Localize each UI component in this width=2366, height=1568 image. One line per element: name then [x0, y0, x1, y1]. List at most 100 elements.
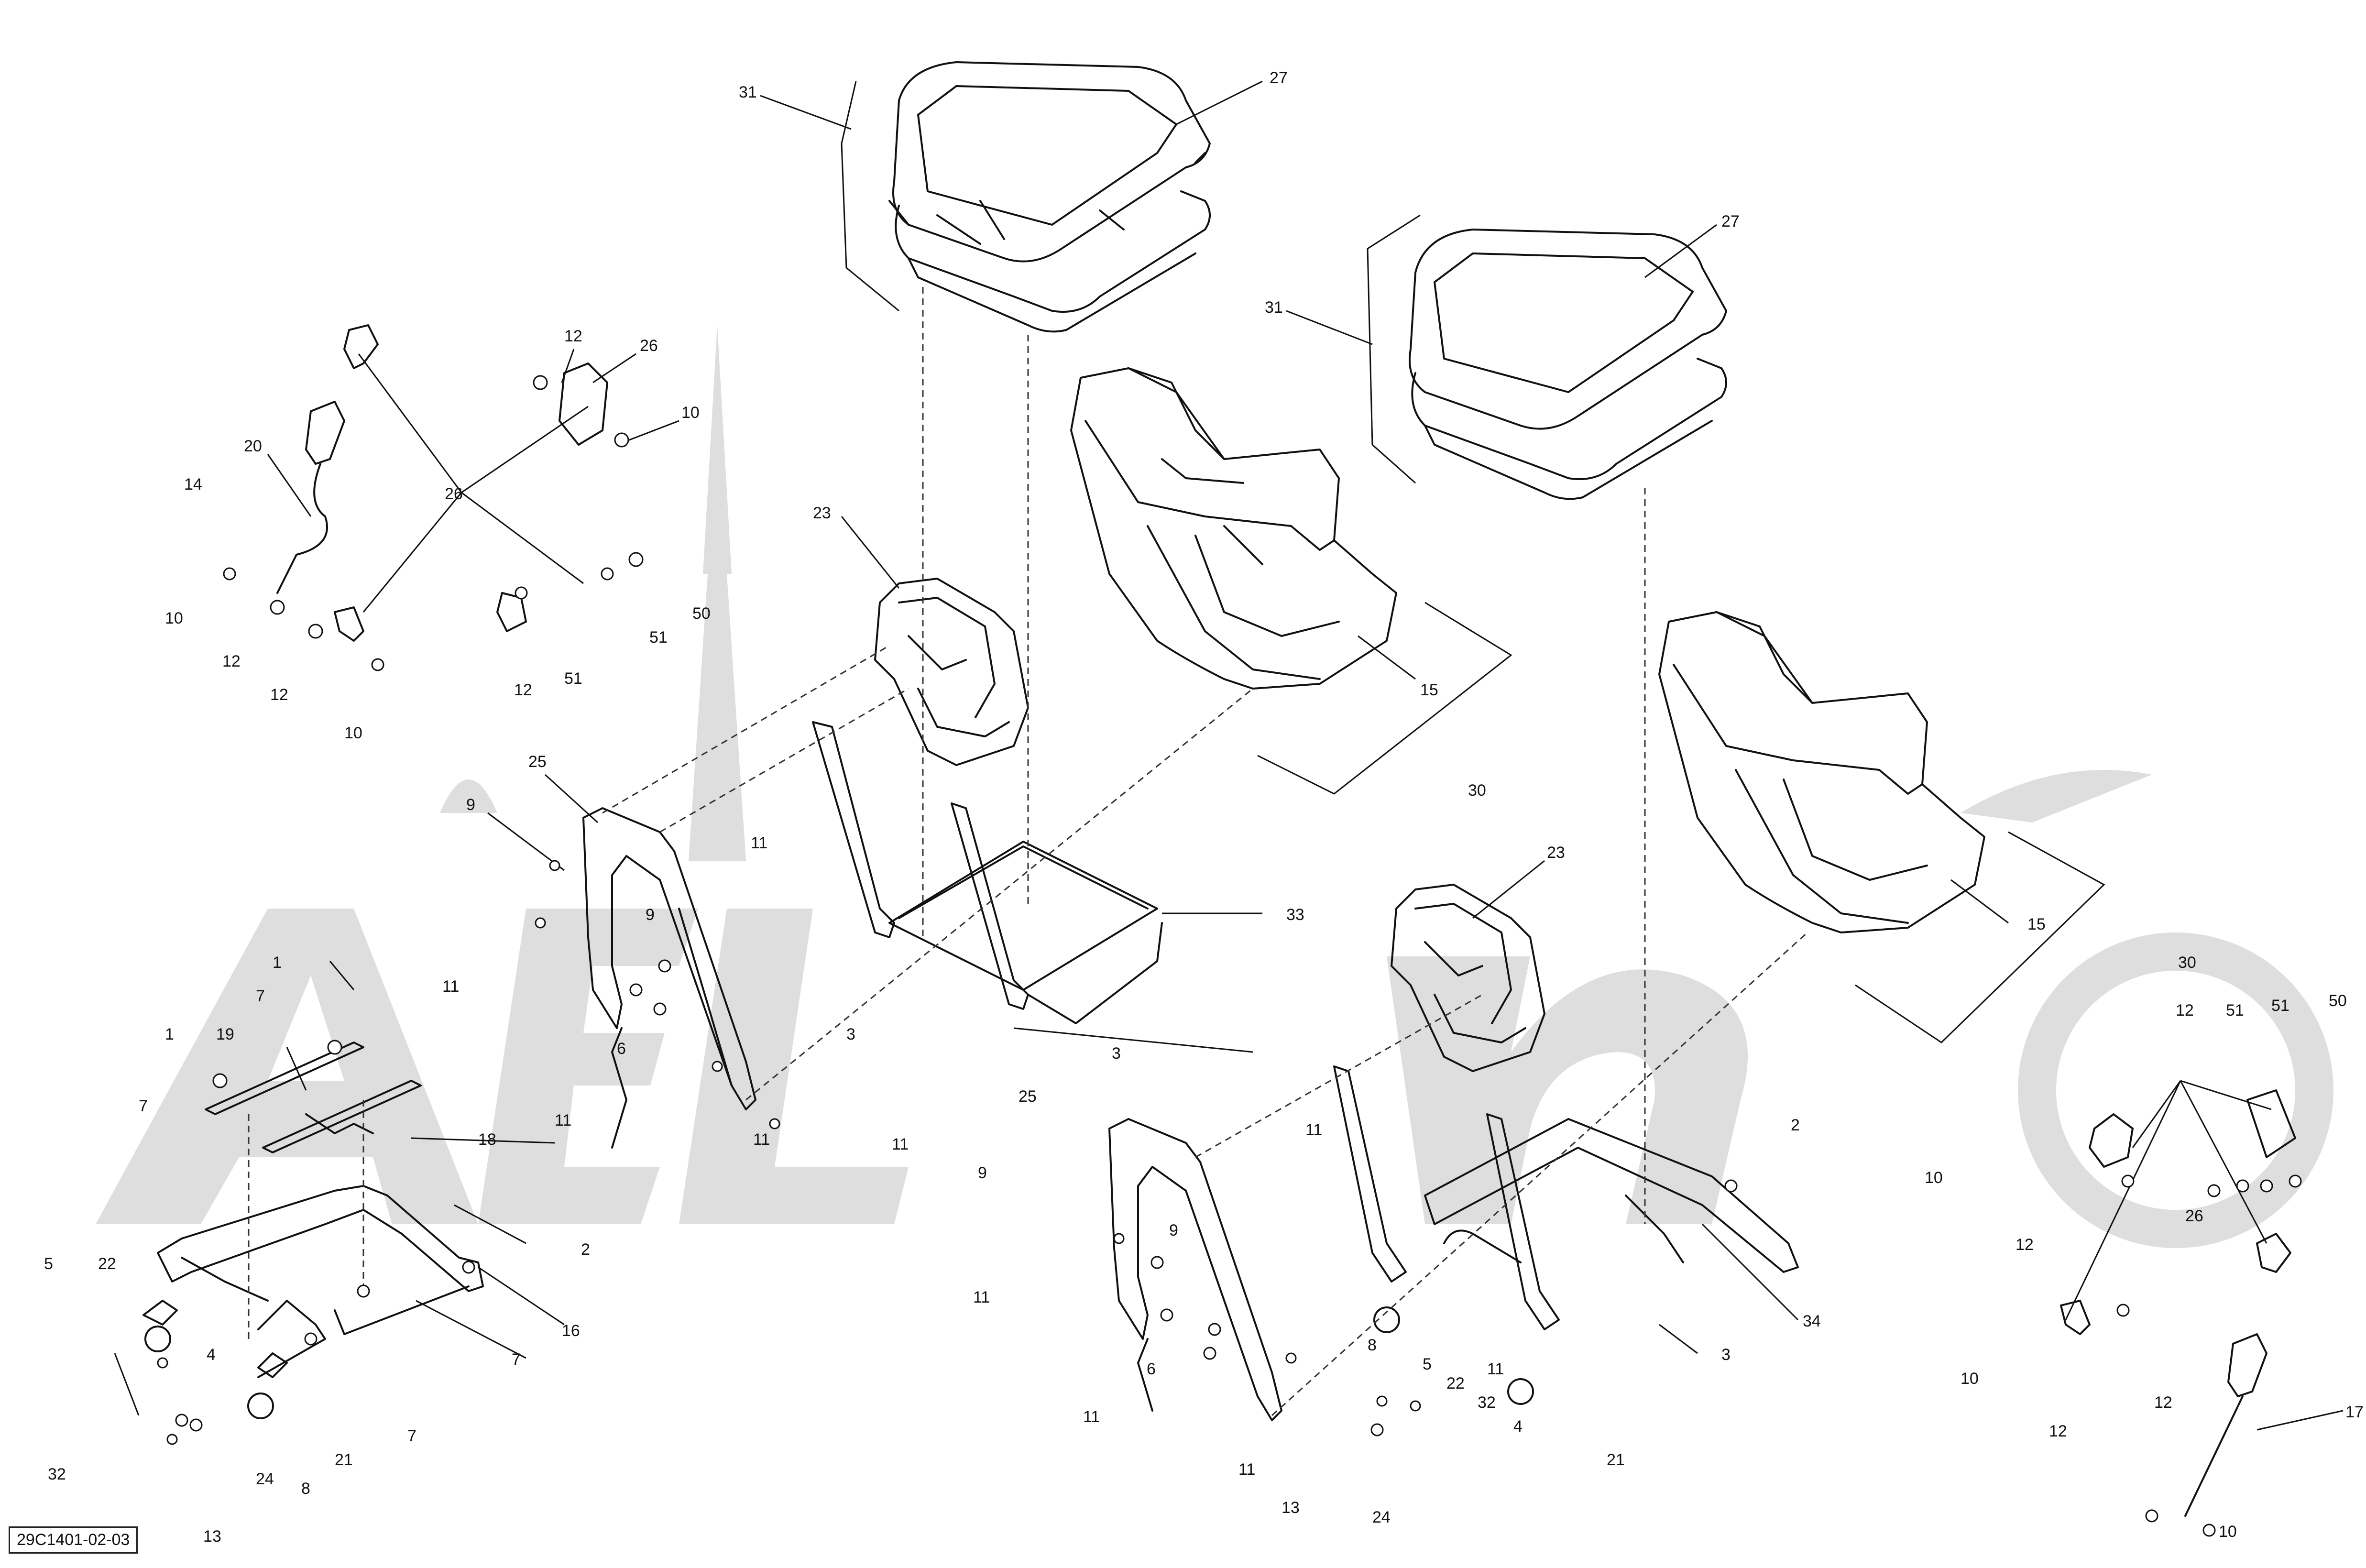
callout-label: 10 [2219, 1523, 2237, 1541]
callout-label: 27 [1270, 69, 1288, 87]
callout-label: 6 [1147, 1360, 1156, 1378]
callout-label: 5 [1423, 1355, 1432, 1373]
callout-label: 12 [2176, 1001, 2194, 1020]
seat-cushion-1 [888, 61, 1211, 333]
callout-label: 10 [681, 404, 700, 422]
callout-label: 32 [48, 1465, 66, 1483]
callout-label: 33 [1286, 906, 1304, 924]
base-frame-34 [1333, 1065, 1799, 1330]
callout-label: 30 [2178, 954, 2196, 972]
fasteners [157, 375, 2302, 1537]
callout-label: 12 [2015, 1236, 2034, 1254]
rubber-21-right-2 [1507, 1378, 1534, 1405]
callout-label: 12 [222, 652, 241, 670]
leader-lines [114, 80, 2344, 1431]
callout-label: 7 [512, 1350, 521, 1369]
callout-label: 2 [1791, 1116, 1800, 1134]
group-brackets [841, 81, 2105, 1043]
diagram-reference-code: 29C1401-02-03 [9, 1526, 138, 1554]
callout-label: 11 [555, 1111, 571, 1129]
callout-label: 10 [1961, 1370, 1979, 1388]
callout-label: 15 [1420, 681, 1438, 699]
callout-label: 23 [1547, 844, 1565, 862]
callout-label: 24 [1372, 1508, 1391, 1526]
callout-label: 10 [1925, 1169, 1943, 1187]
callout-label: 51 [564, 669, 582, 688]
callout-label: 6 [617, 1040, 626, 1058]
callout-label: 31 [739, 83, 757, 101]
callout-label: 12 [564, 327, 582, 345]
callout-label: 8 [1368, 1336, 1377, 1354]
callout-label: 11 [1305, 1121, 1322, 1139]
callout-label: 18 [478, 1130, 496, 1149]
callout-label: 7 [139, 1097, 148, 1115]
callout-label: 50 [2329, 992, 2347, 1010]
rubber-21-left-2 [247, 1393, 274, 1419]
callout-label: 27 [1721, 212, 1740, 230]
seat-cushion-2 [1409, 229, 1727, 500]
rubber-21-left [144, 1326, 171, 1352]
seatbelt-right [2060, 1089, 2296, 1517]
linework [142, 61, 2296, 1517]
bolster-1 [874, 578, 1029, 766]
callout-label: 19 [216, 1025, 234, 1043]
seatbelt-left [276, 324, 608, 642]
callout-label: 23 [813, 504, 831, 522]
callout-label: 50 [692, 604, 711, 623]
callout-label: 11 [892, 1135, 909, 1153]
callout-label: 7 [256, 987, 265, 1005]
callout-label: 22 [1446, 1374, 1465, 1393]
callout-label: 22 [98, 1255, 116, 1273]
seat-back-1 [1070, 367, 1397, 690]
callout-label: 10 [165, 609, 183, 627]
callout-labels: 31 27 31 27 12 26 10 20 14 26 10 12 12 1… [44, 69, 2364, 1546]
watermark-logo [96, 325, 2333, 1248]
callout-label: 24 [256, 1470, 274, 1488]
callout-label: 11 [1487, 1360, 1504, 1378]
callout-label: 51 [2271, 997, 2289, 1015]
callout-label: 12 [514, 681, 532, 699]
callout-label: 4 [207, 1346, 216, 1364]
callout-label: 12 [2049, 1422, 2067, 1440]
callout-label: 30 [1468, 781, 1486, 800]
callout-label: 9 [466, 796, 475, 814]
callout-label: 32 [1478, 1393, 1496, 1412]
callout-label: 8 [301, 1480, 310, 1498]
callout-label: 4 [1513, 1417, 1523, 1436]
base-frame-16 [142, 1185, 484, 1378]
callout-label: 3 [1721, 1346, 1731, 1364]
callout-label: 9 [978, 1164, 987, 1182]
callout-label: 10 [344, 724, 362, 742]
callout-label: 14 [184, 475, 202, 493]
callout-label: 31 [1265, 298, 1283, 317]
callout-label: 13 [1282, 1499, 1300, 1517]
callout-label: 51 [649, 628, 668, 647]
callout-label: 21 [335, 1451, 353, 1469]
callout-label: 15 [2027, 915, 2046, 933]
callout-label: 20 [244, 437, 262, 455]
callout-label: 9 [1169, 1221, 1178, 1239]
side-frame-25-left [582, 807, 756, 1149]
callout-label: 1 [165, 1025, 174, 1043]
rubber-21-right [1373, 1306, 1400, 1333]
callout-label: 26 [2185, 1207, 2203, 1225]
callout-label: 3 [846, 1025, 855, 1043]
callout-label: 11 [1238, 1460, 1255, 1479]
bolster-2 [1391, 884, 1545, 1072]
callout-label: 26 [640, 337, 658, 355]
side-frame-25-right [1108, 1118, 1282, 1421]
callout-label: 1 [273, 954, 282, 972]
callout-label: 12 [2154, 1393, 2172, 1412]
seat-back-2 [1658, 611, 1985, 933]
alignment-lines [248, 287, 1808, 1416]
callout-label: 2 [581, 1240, 590, 1259]
callout-label: 51 [2226, 1001, 2244, 1020]
callout-label: 11 [1083, 1408, 1100, 1426]
callout-label: 7 [407, 1427, 416, 1445]
callout-label: 26 [445, 485, 463, 503]
callout-label: 16 [562, 1322, 580, 1340]
callout-label: 17 [2345, 1403, 2364, 1421]
callout-label: 5 [44, 1255, 53, 1273]
callout-label: 11 [973, 1288, 990, 1306]
